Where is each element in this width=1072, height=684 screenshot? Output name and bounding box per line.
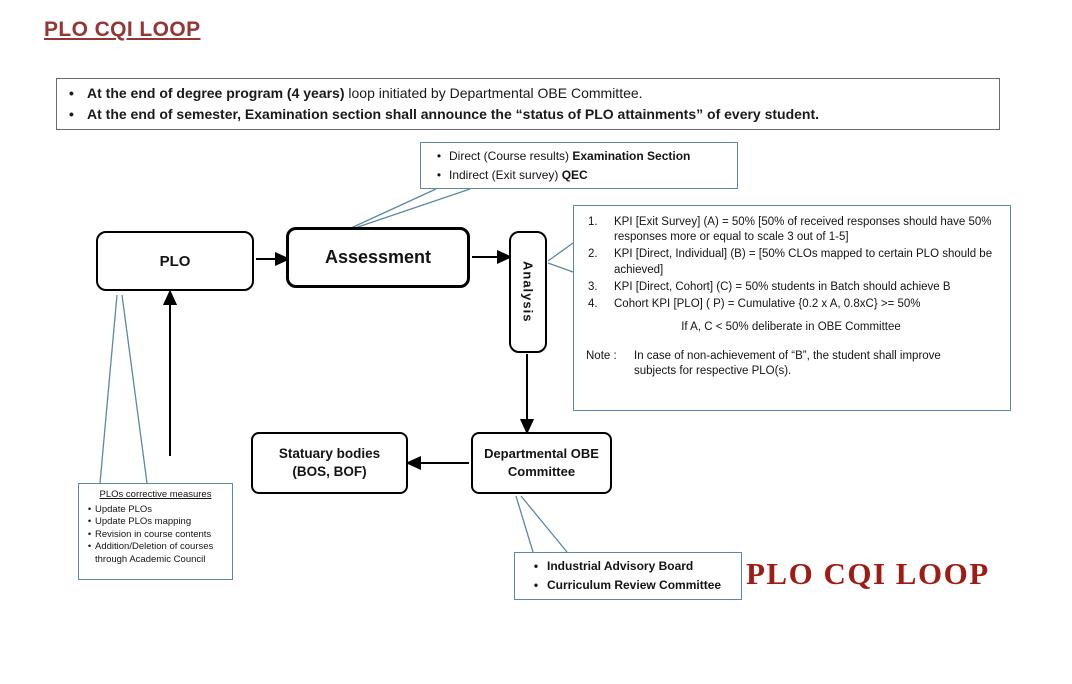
node-plo-label: PLO bbox=[159, 252, 191, 270]
callout-line-corrective-2 bbox=[121, 294, 148, 484]
node-assessment: Assessment bbox=[286, 227, 470, 288]
advisory-callout: • Industrial Advisory Board • Curriculum… bbox=[514, 552, 742, 600]
bullet-icon: • bbox=[87, 541, 92, 553]
bullet-icon: • bbox=[87, 528, 92, 540]
bullet-icon: • bbox=[436, 149, 442, 163]
node-analysis: Analysis bbox=[509, 231, 547, 353]
bullet-icon: • bbox=[87, 503, 92, 515]
callout-line-kpi-1 bbox=[547, 242, 574, 262]
advisory-item: • Curriculum Review Committee bbox=[525, 576, 737, 595]
kpi-item: 4. Cohort KPI [PLO] ( P) = Cumulative {0… bbox=[588, 297, 921, 310]
node-plo: PLO bbox=[96, 231, 254, 291]
corrective-heading: PLOs corrective measures bbox=[99, 489, 212, 500]
bullet-icon: • bbox=[533, 577, 539, 592]
arrowhead-assessment-analysis bbox=[497, 249, 513, 265]
arrowhead-plo-assessment bbox=[275, 251, 291, 267]
header-bullet-1: • At the end of degree program (4 years)… bbox=[69, 83, 989, 104]
callout-line-kpi-2 bbox=[547, 262, 574, 273]
arrowhead-loop-to-plo bbox=[162, 289, 178, 305]
corrective-measures-callout: PLOs corrective measures • Update PLOs •… bbox=[78, 483, 233, 580]
source-item-direct: • Direct (Course results) Examination Se… bbox=[429, 147, 729, 166]
header-bullet-2: • At the end of semester, Examination se… bbox=[69, 104, 989, 125]
watermark-title: PLO CQI LOOP bbox=[746, 556, 990, 591]
callout-line-advisory-1 bbox=[515, 495, 534, 553]
kpi-criteria-box: 1. KPI [Exit Survey] (A) = 50% [50% of r… bbox=[573, 205, 1011, 411]
kpi-note: Note : In case of non-achievement of “B”… bbox=[586, 350, 941, 378]
header-bullet-1-text: At the end of degree program (4 years) l… bbox=[87, 85, 643, 101]
node-assessment-label: Assessment bbox=[324, 247, 432, 267]
arrowhead-analysis-obe bbox=[519, 419, 535, 435]
callout-line-sources-2 bbox=[354, 188, 471, 229]
kpi-item: 1. KPI [Exit Survey] (A) = 50% [50% of r… bbox=[588, 216, 992, 244]
header-bullet-2-text: At the end of semester, Examination sect… bbox=[87, 106, 820, 122]
bullet-icon: • bbox=[436, 167, 442, 182]
callout-line-sources-1 bbox=[350, 188, 437, 229]
advisory-item: • Industrial Advisory Board bbox=[525, 557, 737, 576]
node-obe-committee: Departmental OBE Committee bbox=[471, 432, 612, 494]
node-obe-label: Departmental OBE Committee bbox=[484, 446, 599, 479]
corrective-item: • Update PLOs mapping bbox=[84, 516, 227, 529]
kpi-item: 2. KPI [Direct, Individual] (B) = [50% C… bbox=[588, 248, 993, 276]
callout-line-advisory-2 bbox=[520, 495, 568, 553]
kpi-item: 3. KPI [Direct, Cohort] (C) = 50% studen… bbox=[588, 280, 951, 293]
bullet-icon: • bbox=[533, 559, 539, 573]
arrowhead-obe-statuary bbox=[405, 455, 421, 471]
node-statuary-bodies: Statuary bodies (BOS, BOF) bbox=[251, 432, 408, 494]
corrective-item: • Addition/Deletion of courses through A… bbox=[84, 541, 227, 566]
corrective-item: • Revision in course contents bbox=[84, 529, 227, 542]
assessment-sources-callout: • Direct (Course results) Examination Se… bbox=[420, 142, 738, 189]
bullet-icon: • bbox=[69, 85, 74, 101]
bullet-icon: • bbox=[87, 516, 92, 528]
callout-line-corrective-1 bbox=[99, 294, 118, 484]
node-analysis-label: Analysis bbox=[520, 261, 536, 323]
bullet-icon: • bbox=[69, 106, 74, 122]
page-title: PLO CQI LOOP bbox=[44, 18, 201, 41]
kpi-condition: If A, C < 50% deliberate in OBE Committe… bbox=[681, 321, 901, 334]
node-statuary-label: Statuary bodies (BOS, BOF) bbox=[278, 445, 381, 479]
header-note-box: • At the end of degree program (4 years)… bbox=[56, 78, 1000, 130]
source-item-indirect: • Indirect (Exit survey) QEC bbox=[429, 166, 729, 185]
corrective-item: • Update PLOs bbox=[84, 504, 227, 517]
